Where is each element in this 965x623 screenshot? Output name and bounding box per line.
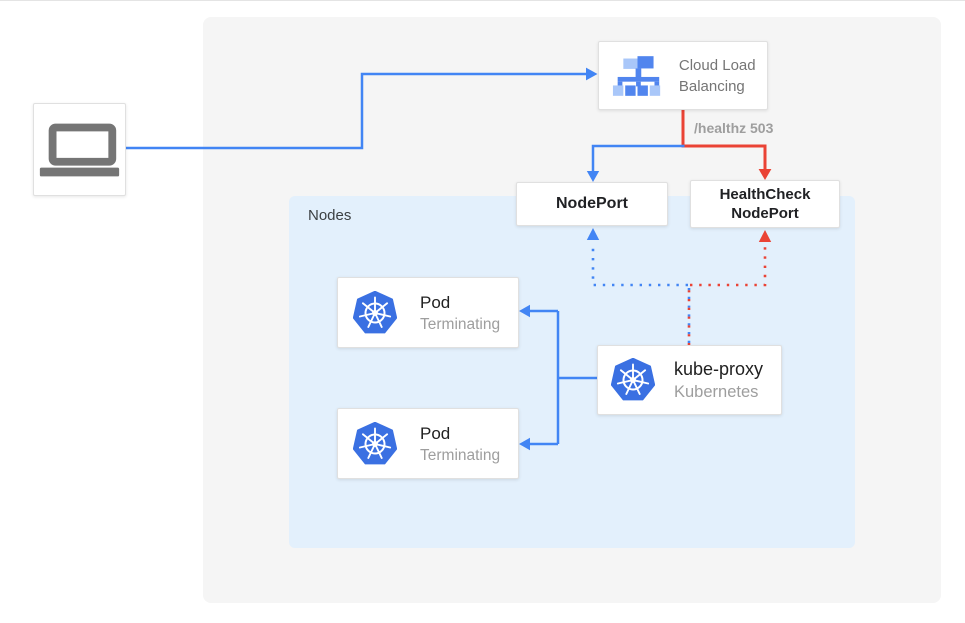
top-divider — [0, 0, 965, 1]
pod-status: Terminating — [420, 315, 501, 333]
client-node — [33, 103, 126, 196]
kube-proxy-title: kube-proxy — [674, 359, 764, 379]
healthcheck-nodeport-label: HealthCheck NodePort — [719, 186, 811, 222]
kubernetes-icon — [353, 421, 397, 464]
nodes-container-label: Nodes — [308, 207, 352, 224]
pod-status: Terminating — [420, 446, 501, 464]
kubernetes-icon — [611, 358, 655, 401]
healthz-status-label: /healthz 503 — [694, 120, 774, 136]
cloud-load-balancing-label: Cloud Load Balancing — [678, 56, 756, 95]
kube-proxy-node: kube-proxy Kubernetes — [597, 345, 782, 415]
pod-node-2: Pod Terminating — [337, 408, 519, 479]
nodeport-label: NodePort — [556, 195, 628, 212]
laptop-icon — [39, 123, 120, 177]
healthcheck-nodeport-node: HealthCheck NodePort — [690, 180, 840, 228]
pod-title: Pod — [420, 292, 451, 312]
cloud-load-balancing-node: Cloud Load Balancing — [598, 41, 768, 110]
nodeport-node: NodePort — [516, 182, 668, 226]
kubernetes-icon — [353, 290, 397, 333]
kube-proxy-subtitle: Kubernetes — [674, 383, 759, 401]
cloud-load-balancing-icon — [612, 55, 661, 96]
pod-node-1: Pod Terminating — [337, 277, 519, 348]
pod-title: Pod — [420, 423, 451, 443]
